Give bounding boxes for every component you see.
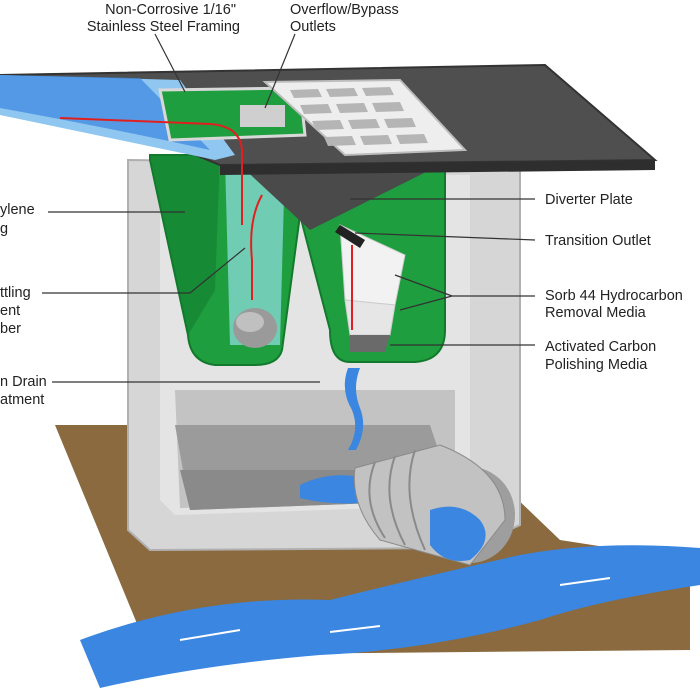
leader-framing bbox=[154, 33, 186, 93]
carbon-media bbox=[350, 335, 390, 352]
lid-front-edge bbox=[220, 160, 655, 175]
discharge-highlight-2 bbox=[329, 625, 381, 633]
insert-shading bbox=[150, 155, 220, 335]
label-diverter: Diverter Plate bbox=[545, 192, 633, 208]
inlet-water-dark bbox=[0, 75, 210, 150]
leader-sorb-b bbox=[399, 295, 453, 311]
leader-transition bbox=[354, 232, 536, 241]
leader-settling-b bbox=[189, 247, 246, 294]
label-sorb: Sorb 44 Hydrocarbon Removal Media bbox=[545, 288, 687, 321]
label-carbon: Activated Carbon Polishing Media bbox=[545, 339, 660, 373]
diverter-plate bbox=[240, 165, 430, 230]
flow-arrow-inlet bbox=[59, 117, 243, 225]
label-drain: n Drain atment bbox=[0, 374, 51, 408]
discharge-highlight-1 bbox=[179, 629, 241, 641]
label-framing: Non-Corrosive 1/16" Stainless Steel Fram… bbox=[87, 2, 240, 35]
discharge-water bbox=[80, 545, 700, 688]
transition-outlet bbox=[335, 225, 365, 248]
settling-chamber bbox=[225, 160, 285, 345]
leader-overflow bbox=[264, 33, 296, 109]
label-settling: ttling ent ber bbox=[0, 285, 35, 337]
outlet-pipe-ring-2 bbox=[388, 455, 406, 546]
flow-arrow-settling bbox=[250, 194, 263, 300]
discharge-highlight-3 bbox=[559, 577, 611, 586]
leader-lines bbox=[42, 33, 536, 383]
outlet-pipe-ring-3 bbox=[408, 449, 426, 551]
falling-water bbox=[344, 368, 364, 450]
grate-slots bbox=[290, 87, 428, 146]
pipe-water bbox=[430, 506, 486, 561]
label-overflow: Overflow/Bypass Outlets bbox=[290, 2, 403, 35]
outlet-pipe-ring bbox=[368, 461, 386, 539]
leader-sorb-a bbox=[394, 274, 453, 297]
flow-arrows bbox=[59, 117, 353, 330]
label-polyethylene: ylene g bbox=[0, 202, 39, 237]
sediment-highlight bbox=[236, 312, 264, 332]
label-transition: Transition Outlet bbox=[545, 233, 651, 249]
overflow-outlet-box bbox=[240, 105, 285, 127]
